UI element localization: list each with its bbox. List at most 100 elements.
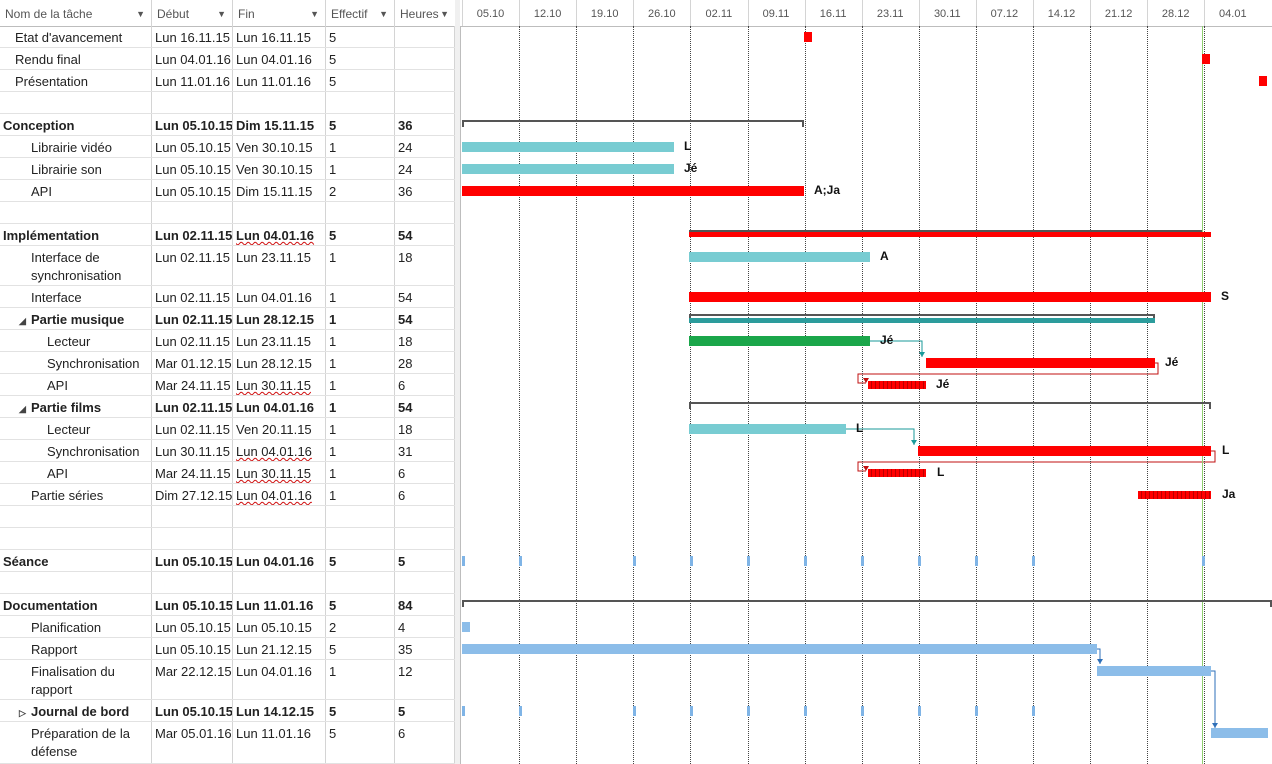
cell-end[interactable]: Dim 15.11.15 <box>233 180 326 201</box>
journal-occurrence[interactable] <box>690 706 693 716</box>
cell-hours[interactable] <box>395 528 455 549</box>
task-bar-api-conception[interactable] <box>462 186 804 196</box>
cell-end[interactable]: Dim 15.11.15 <box>233 114 326 135</box>
cell-effort[interactable] <box>326 202 395 223</box>
dropdown-arrow-icon[interactable]: ▼ <box>136 9 145 19</box>
journal-occurrence[interactable] <box>975 706 978 716</box>
cell-effort[interactable]: 1 <box>326 374 395 395</box>
cell-name[interactable] <box>0 92 152 113</box>
journal-occurrence[interactable] <box>1032 706 1035 716</box>
cell-hours[interactable] <box>395 70 455 91</box>
cell-hours[interactable]: 4 <box>395 616 455 637</box>
cell-hours[interactable]: 36 <box>395 114 455 135</box>
cell-start[interactable]: Lun 11.01.16 <box>152 70 233 91</box>
cell-end[interactable]: Lun 11.01.16 <box>233 594 326 615</box>
cell-effort[interactable] <box>326 92 395 113</box>
cell-hours[interactable] <box>395 92 455 113</box>
cell-hours[interactable]: 18 <box>395 246 455 285</box>
task-bar-musique-lecteur[interactable] <box>689 336 870 346</box>
cell-end[interactable]: Ven 30.10.15 <box>233 136 326 157</box>
cell-end[interactable] <box>233 92 326 113</box>
cell-hours[interactable]: 5 <box>395 550 455 571</box>
task-bar-musique-api[interactable] <box>868 381 926 389</box>
cell-hours[interactable]: 6 <box>395 374 455 395</box>
cell-start[interactable]: Lun 02.11.15 <box>152 308 233 329</box>
seance-occurrence[interactable] <box>747 556 750 566</box>
cell-start[interactable]: Lun 05.10.15 <box>152 158 233 179</box>
cell-hours[interactable]: 28 <box>395 352 455 373</box>
cell-end[interactable]: Lun 04.01.16 <box>233 660 326 699</box>
cell-end[interactable]: Lun 14.12.15 <box>233 700 326 721</box>
cell-end[interactable]: Lun 23.11.15 <box>233 246 326 285</box>
cell-effort[interactable]: 1 <box>326 308 395 329</box>
cell-start[interactable]: Lun 02.11.15 <box>152 418 233 439</box>
cell-end[interactable]: Ven 30.10.15 <box>233 158 326 179</box>
cell-name[interactable]: ◢Partie films <box>0 396 152 417</box>
cell-name[interactable]: Présentation <box>0 70 152 91</box>
cell-end[interactable]: Lun 04.01.16 <box>233 396 326 417</box>
cell-start[interactable]: Mar 01.12.15 <box>152 352 233 373</box>
cell-end[interactable]: Ven 20.11.15 <box>233 418 326 439</box>
cell-name[interactable]: Finalisation du rapport <box>0 660 152 699</box>
cell-hours[interactable]: 35 <box>395 638 455 659</box>
cell-name[interactable] <box>0 506 152 527</box>
cell-name[interactable]: ◢Conception <box>0 114 152 135</box>
cell-start[interactable]: Lun 02.11.15 <box>152 224 233 245</box>
cell-start[interactable]: Lun 02.11.15 <box>152 330 233 351</box>
task-bar-films-sync[interactable] <box>918 446 1211 456</box>
seance-occurrence[interactable] <box>975 556 978 566</box>
cell-hours[interactable] <box>395 26 455 47</box>
cell-end[interactable] <box>233 202 326 223</box>
cell-name[interactable]: ◢Documentation <box>0 594 152 615</box>
cell-name[interactable] <box>0 572 152 593</box>
cell-start[interactable]: Lun 05.10.15 <box>152 180 233 201</box>
summary-bar-conception[interactable] <box>462 120 804 127</box>
task-bar-implementation-critical[interactable] <box>689 232 1211 237</box>
cell-name[interactable]: Rapport <box>0 638 152 659</box>
cell-effort[interactable]: 5 <box>326 594 395 615</box>
task-bar-librairie-video[interactable] <box>462 142 674 152</box>
cell-name[interactable]: Interface <box>0 286 152 307</box>
cell-name[interactable]: Synchronisation <box>0 440 152 461</box>
cell-start[interactable]: Lun 05.10.15 <box>152 594 233 615</box>
milestone-marker[interactable] <box>1259 76 1267 86</box>
cell-effort[interactable]: 5 <box>326 224 395 245</box>
cell-name[interactable]: ◢Partie musique <box>0 308 152 329</box>
collapse-icon[interactable]: ◢ <box>19 404 26 414</box>
seance-occurrence[interactable] <box>633 556 636 566</box>
dropdown-arrow-icon[interactable]: ▼ <box>310 9 319 19</box>
cell-effort[interactable]: 1 <box>326 246 395 285</box>
cell-start[interactable]: Lun 05.10.15 <box>152 700 233 721</box>
cell-effort[interactable]: 1 <box>326 418 395 439</box>
cell-name[interactable]: API <box>0 180 152 201</box>
task-bar-interface-sync[interactable] <box>689 252 870 262</box>
cell-effort[interactable]: 5 <box>326 114 395 135</box>
cell-start[interactable]: Lun 05.10.15 <box>152 136 233 157</box>
cell-start[interactable] <box>152 92 233 113</box>
cell-hours[interactable]: 31 <box>395 440 455 461</box>
task-bar-preparation-defense[interactable] <box>1211 728 1268 738</box>
cell-start[interactable]: Lun 05.10.15 <box>152 616 233 637</box>
cell-end[interactable]: Lun 28.12.15 <box>233 352 326 373</box>
cell-end[interactable]: Lun 04.01.16 <box>233 286 326 307</box>
cell-start[interactable] <box>152 528 233 549</box>
cell-effort[interactable]: 5 <box>326 700 395 721</box>
task-bar-rapport[interactable] <box>462 644 1097 654</box>
cell-effort[interactable]: 1 <box>326 484 395 505</box>
cell-end[interactable] <box>233 506 326 527</box>
cell-effort[interactable] <box>326 528 395 549</box>
seance-occurrence[interactable] <box>804 556 807 566</box>
empty-row[interactable] <box>0 572 455 594</box>
cell-hours[interactable]: 54 <box>395 224 455 245</box>
